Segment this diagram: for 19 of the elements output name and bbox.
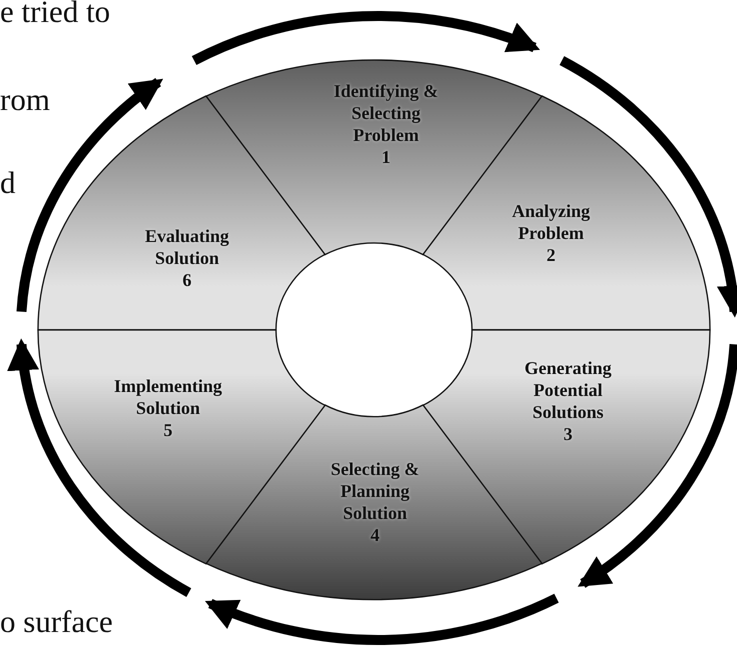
step-title: Implementing Solution	[113, 375, 223, 419]
step-number: 3	[564, 423, 572, 445]
step-title: Evaluating Solution	[144, 224, 230, 269]
page-text-fragment: o surface	[0, 604, 113, 640]
step-title: Analyzing Problem	[510, 200, 591, 244]
step-number: 2	[546, 244, 556, 266]
step-title: Identifying & Selecting Problem	[332, 80, 440, 146]
step-title: Generating Potential Solutions	[524, 357, 612, 423]
step-title: Selecting & Planning Solution	[330, 458, 420, 524]
page-text-fragment: d	[0, 165, 16, 201]
step-number: 1	[382, 146, 390, 168]
ring-segment	[423, 330, 710, 564]
step-number: 6	[182, 268, 192, 291]
page-text-fragment: rom	[0, 82, 50, 118]
step-number: 4	[370, 524, 380, 546]
page-text-fragment: e tried to	[0, 0, 110, 30]
step-number: 5	[164, 419, 172, 441]
ring-segment	[38, 330, 325, 564]
ring-segment	[423, 96, 710, 330]
